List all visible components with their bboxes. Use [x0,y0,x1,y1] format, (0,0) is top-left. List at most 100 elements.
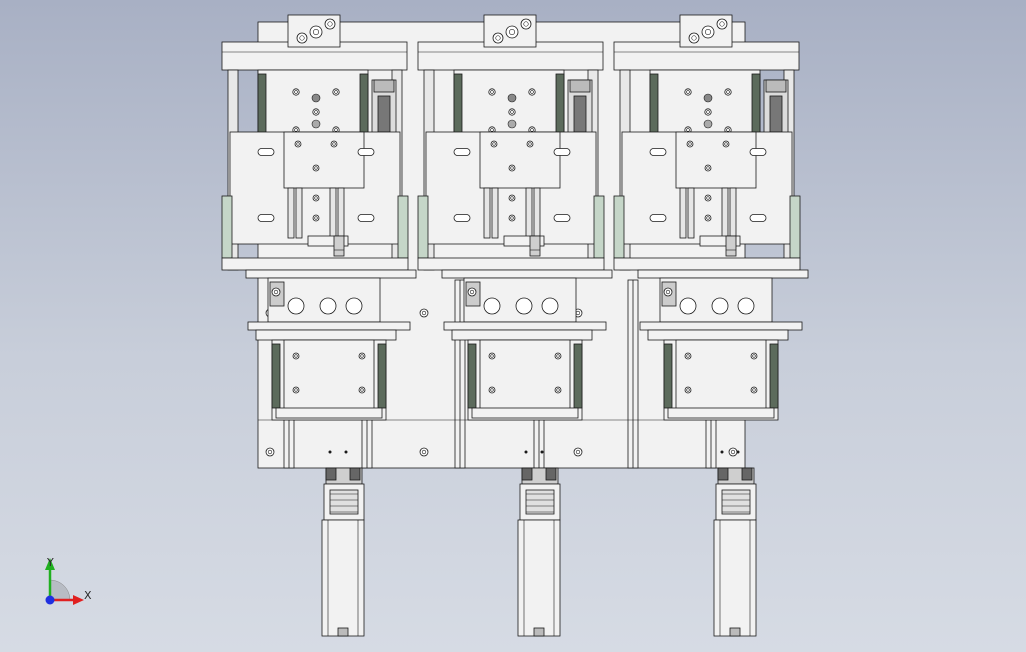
bracket-bolt [296,32,308,44]
sensor-dot [507,119,517,129]
frame-lip [441,269,613,279]
frame-band [417,257,605,271]
block-hole-inner [724,142,728,146]
axis-triad: Y X [45,556,92,605]
dark-rail [377,343,387,409]
base-hole [728,447,738,457]
frame-lip [637,269,809,279]
block-hole-inner [332,142,336,146]
mount-slot [453,214,471,222]
piston-rod [287,187,295,239]
bracket-bolt [688,32,700,44]
piston-rod [679,187,687,239]
motor-connector [729,627,741,637]
slider-plate [283,339,375,411]
carriage-hole [508,108,516,116]
bracket-bolt [309,25,323,39]
cylinder-core [573,95,587,133]
front-plate [479,131,561,189]
roller [287,297,305,315]
roller [679,297,697,315]
cylinder-cap [569,79,591,93]
carriage-hole [332,88,340,96]
slider-hole-inner [360,354,364,358]
block-hole [490,140,498,148]
carriage-plate [257,69,369,141]
bearing-hole [271,287,281,297]
side-pad [613,195,625,259]
base-hole-inner [421,310,427,316]
rod-foot [307,235,349,247]
pin [344,450,348,454]
bearing-hole [663,287,673,297]
slider-hole [684,352,692,360]
block-hole-inner [314,216,318,220]
adjust-screw [725,235,737,257]
x-axis-label: X [84,589,92,602]
frame-band [221,257,409,271]
dark-rail [751,73,761,141]
mount-slot [553,214,571,222]
block-hole-inner [314,196,318,200]
slider-base [275,407,383,419]
rod-foot [503,235,545,247]
carriage-hole-inner [294,90,298,94]
pin [720,450,724,454]
middle-shelf [247,321,411,331]
block-hole [526,140,534,148]
block-hole-inner [706,216,710,220]
dark-rail [555,73,565,141]
slider-hole-inner [752,354,756,358]
block-hole [330,140,338,148]
sensor-dot [507,93,517,103]
bracket-bolt [716,18,728,30]
bearing-hole-inner [469,289,475,295]
side-pad [397,195,409,259]
slider-hole-inner [752,388,756,392]
motor-body [713,519,757,637]
block-hole-inner [492,142,496,146]
carriage-hole [312,108,320,116]
block-hole-inner [510,196,514,200]
base-hole [573,447,583,457]
motor-body [321,519,365,637]
slider-hole [750,352,758,360]
block-hole-inner [688,142,692,146]
slider-base [471,407,579,419]
mount-slot [749,214,767,222]
adjust-screw [529,235,541,257]
piston-rod [729,187,737,239]
carriage-plate [649,69,761,141]
front-plate [675,131,757,189]
pin [540,450,544,454]
dark-rail [453,73,463,141]
block-hole-inner [706,196,710,200]
cylinder-cap [765,79,787,93]
slider-hole-inner [360,388,364,392]
rod-foot [699,235,741,247]
carriage-hole [704,108,712,116]
dark-rail [769,343,779,409]
dark-rail [359,73,369,141]
carriage-hole-inner [490,128,494,132]
base-hole-inner [267,449,273,455]
bracket-bolt-inner [719,21,725,27]
slider-base [667,407,775,419]
dark-rail [271,343,281,409]
piston-rod [329,187,337,239]
bracket-bolt-inner [299,35,305,41]
bracket-bolt-inner [495,35,501,41]
module-unit [613,14,809,637]
slider-hole-inner [686,388,690,392]
dark-rail [649,73,659,141]
mount-slot [453,148,471,156]
carriage-plate [453,69,565,141]
piston-rod [525,187,533,239]
adjust-screw [333,235,345,257]
carriage-hole-inner [294,128,298,132]
piston-rod [533,187,541,239]
bearing-hole-inner [273,289,279,295]
block-hole-inner [706,166,710,170]
